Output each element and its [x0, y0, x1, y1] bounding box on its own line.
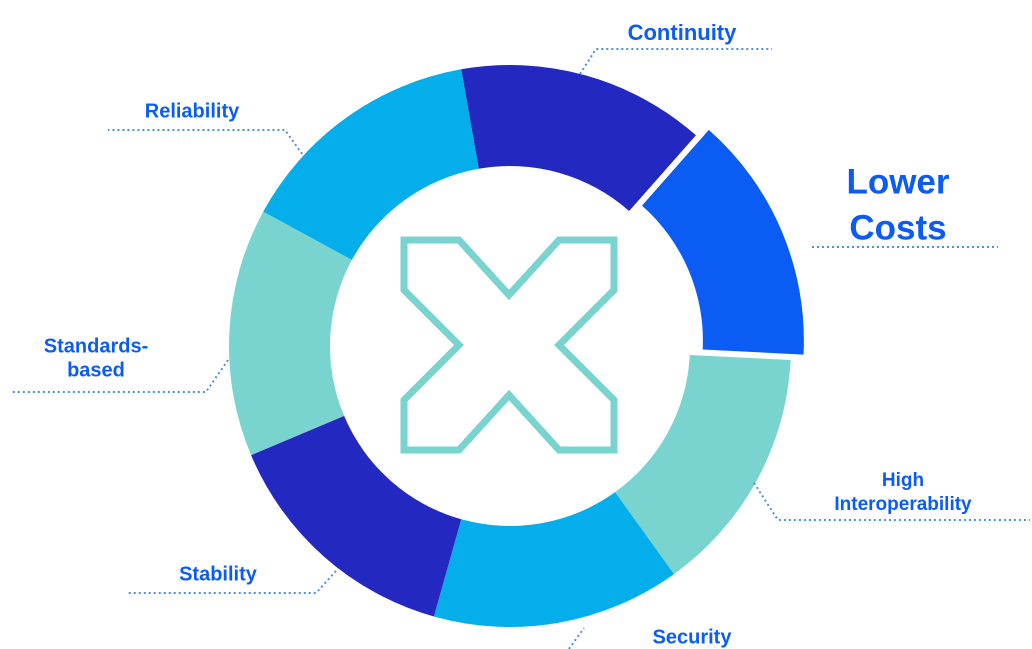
label-high-interoperability-line-2: Interoperability	[834, 494, 972, 515]
x-logo-icon	[400, 236, 618, 454]
leader-stability	[126, 570, 337, 594]
label-reliability: Reliability	[145, 100, 240, 122]
label-standards-based-line-2: based	[67, 359, 125, 381]
label-standards-based-line-1: Standards-	[44, 335, 148, 357]
segment-labels: ContinuityLowerCostsHighInteroperability…	[44, 20, 972, 648]
label-lower-costs-line-1: Lower	[846, 162, 949, 201]
x-logo-outline	[400, 236, 618, 454]
label-lower-costs-line-2: Costs	[849, 208, 946, 247]
segment-stability	[251, 415, 462, 617]
label-stability: Stability	[179, 563, 258, 585]
segment-high-interoperability	[615, 354, 791, 575]
segment-security	[433, 492, 675, 628]
label-high-interoperability-line-1: High	[882, 470, 924, 491]
label-security: Security	[653, 626, 733, 648]
leader-security	[567, 627, 585, 649]
label-continuity: Continuity	[628, 20, 738, 45]
segment-reliability	[263, 69, 479, 260]
segment-standards-based	[229, 211, 352, 456]
ring-segments	[229, 65, 804, 628]
segment-lower-costs	[642, 129, 804, 355]
leader-reliability	[108, 129, 306, 159]
segment-continuity	[461, 65, 696, 212]
leader-continuity	[579, 48, 772, 75]
